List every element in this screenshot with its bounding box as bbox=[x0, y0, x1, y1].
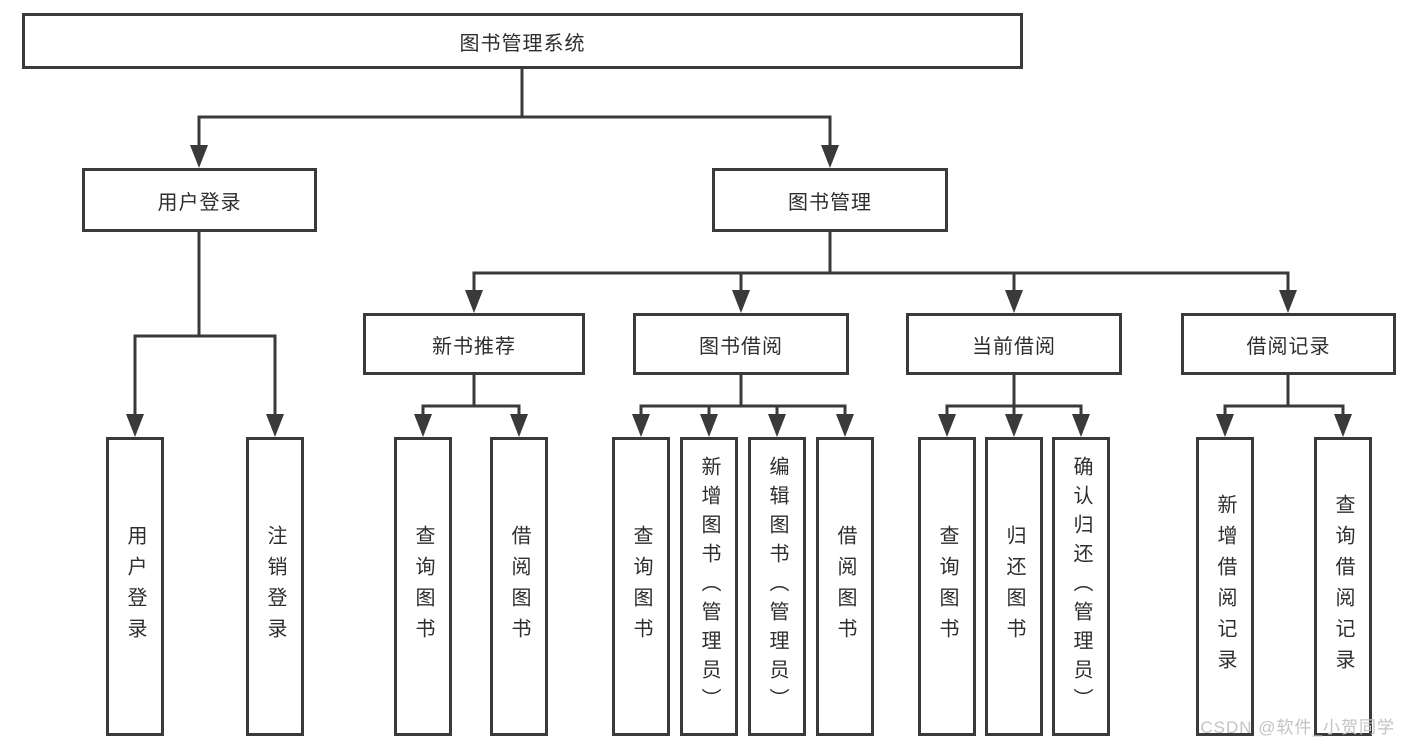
leaf-query-books-current: 查询图书 bbox=[918, 437, 976, 736]
node-current-borrow-label: 当前借阅 bbox=[972, 335, 1056, 358]
leaf-add-borrow-record: 新增借阅记录 bbox=[1196, 437, 1254, 736]
node-current-borrow: 当前借阅 bbox=[906, 313, 1122, 375]
leaf-borrow-books: 借阅图书 bbox=[816, 437, 874, 736]
node-user-login-branch: 用户登录 bbox=[82, 168, 317, 232]
leaf-logout: 注销登录 bbox=[246, 437, 304, 736]
node-borrow-records: 借阅记录 bbox=[1181, 313, 1396, 375]
node-user-login-branch-label: 用户登录 bbox=[157, 191, 242, 214]
edge-root-to-level2 bbox=[190, 67, 839, 168]
edge-new-book-recommend-children bbox=[414, 373, 528, 437]
node-root-label: 图书管理系统 bbox=[459, 32, 586, 55]
edge-book-borrow-children bbox=[632, 373, 854, 437]
node-book-borrow-label: 图书借阅 bbox=[699, 335, 783, 358]
leaf-borrow-books-label: 借阅图书 bbox=[834, 524, 856, 649]
edge-current-borrow-children bbox=[938, 373, 1090, 437]
leaf-return-books: 归还图书 bbox=[985, 437, 1043, 736]
csdn-watermark: CSDN @软件_小贺同学 bbox=[1200, 718, 1395, 737]
leaf-query-books-recommend: 查询图书 bbox=[394, 437, 452, 736]
node-book-management: 图书管理 bbox=[712, 168, 948, 232]
node-book-management-label: 图书管理 bbox=[788, 191, 872, 214]
edge-book-management-children bbox=[465, 230, 1297, 313]
edge-borrow-records-children bbox=[1216, 373, 1352, 437]
leaf-logout-label: 注销登录 bbox=[264, 524, 286, 649]
leaf-query-borrow-record-label: 查询借阅记录 bbox=[1332, 493, 1354, 680]
leaf-add-books-admin: 新增图书（管理员） bbox=[680, 437, 738, 736]
leaf-query-books-current-label: 查询图书 bbox=[936, 524, 958, 649]
leaf-add-books-admin-label: 新增图书（管理员） bbox=[698, 456, 720, 717]
leaf-borrow-books-recommend-label: 借阅图书 bbox=[508, 524, 530, 649]
leaf-query-books-borrow: 查询图书 bbox=[612, 437, 670, 736]
leaf-query-books-recommend-label: 查询图书 bbox=[412, 524, 434, 649]
node-root: 图书管理系统 bbox=[22, 13, 1023, 69]
node-book-borrow: 图书借阅 bbox=[633, 313, 849, 375]
leaf-confirm-return-admin-label: 确认归还（管理员） bbox=[1070, 456, 1092, 717]
leaf-edit-books-admin: 编辑图书（管理员） bbox=[748, 437, 806, 736]
leaf-edit-books-admin-label: 编辑图书（管理员） bbox=[766, 456, 788, 717]
leaf-return-books-label: 归还图书 bbox=[1003, 524, 1025, 649]
leaf-add-borrow-record-label: 新增借阅记录 bbox=[1214, 493, 1236, 680]
leaf-query-books-borrow-label: 查询图书 bbox=[630, 524, 652, 649]
edge-user-login-children bbox=[126, 230, 284, 437]
leaf-query-borrow-record: 查询借阅记录 bbox=[1314, 437, 1372, 736]
leaf-user-login: 用户登录 bbox=[106, 437, 164, 736]
leaf-user-login-label: 用户登录 bbox=[124, 524, 146, 649]
node-borrow-records-label: 借阅记录 bbox=[1246, 335, 1331, 358]
node-new-book-recommend: 新书推荐 bbox=[363, 313, 585, 375]
leaf-confirm-return-admin: 确认归还（管理员） bbox=[1052, 437, 1110, 736]
leaf-borrow-books-recommend: 借阅图书 bbox=[490, 437, 548, 736]
node-new-book-recommend-label: 新书推荐 bbox=[432, 335, 516, 358]
